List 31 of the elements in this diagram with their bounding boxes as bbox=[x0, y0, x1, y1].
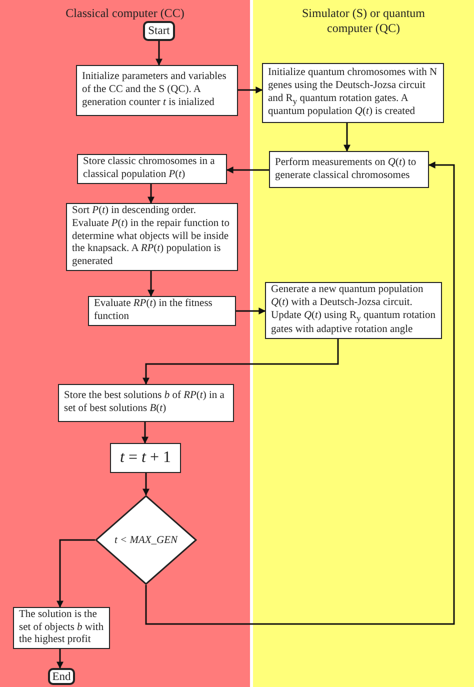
arrow bbox=[238, 86, 263, 94]
process-box: Evaluate RP(t) in the fitness function bbox=[88, 296, 236, 326]
process-box: Generate a new quantum population Q(t) with a Deutsch-Jozsa circuit. Update Q(t) using R$_{y}$ quantum rotation gates with adaptive rotation angle bbox=[265, 282, 442, 339]
arrow bbox=[148, 271, 154, 297]
process-box: Perform measurements on Q(t) to generate classical chromosomes bbox=[269, 151, 429, 188]
process-box: Initialize quantum chromosomes with N genes using the Deutsch-Jozsa circuit and R$_{y}$ quantum rotation gates. A quantum population Q(t) is created bbox=[262, 63, 444, 123]
process-box: Store classic chromosomes in a classical population P(t) bbox=[77, 154, 227, 184]
arrow bbox=[344, 123, 350, 152]
swimlane bbox=[253, 0, 474, 687]
arrow bbox=[145, 162, 455, 625]
arrow bbox=[142, 473, 150, 496]
arrow bbox=[156, 41, 162, 66]
lane-heading: Classical computer (CC) bbox=[64, 6, 186, 21]
process-box: The solution is the set of objects b with the highest profit bbox=[13, 607, 110, 649]
arrow bbox=[142, 422, 148, 444]
arrow bbox=[56, 539, 95, 608]
arrow bbox=[142, 339, 339, 385]
decision-diamond bbox=[95, 495, 197, 585]
condition-text: t < MAX_GEN bbox=[114, 534, 178, 546]
process-box: Initialize parameters and variables of the CC and the S (QC). A generation counter t is inialized bbox=[76, 65, 238, 116]
terminal-box: End bbox=[48, 668, 75, 685]
arrow bbox=[148, 184, 154, 204]
process-box: t = t + 1 bbox=[110, 443, 181, 473]
arrow bbox=[226, 166, 269, 174]
process-box: Sort P(t) in descending order. Evaluate P(t) in the repair function to determine what objects will be inside the knapsack. A RP(t) population is generated bbox=[66, 203, 238, 271]
swimlane bbox=[0, 0, 250, 687]
lane-heading: Simulator (S) or quantum computer (QC) bbox=[301, 6, 426, 36]
arrow bbox=[56, 649, 64, 669]
terminal-box: Start bbox=[143, 21, 175, 41]
arrow bbox=[236, 308, 266, 314]
process-box: Store the best solutions b of RP(t) in a set of best solutions B(t) bbox=[58, 384, 234, 422]
